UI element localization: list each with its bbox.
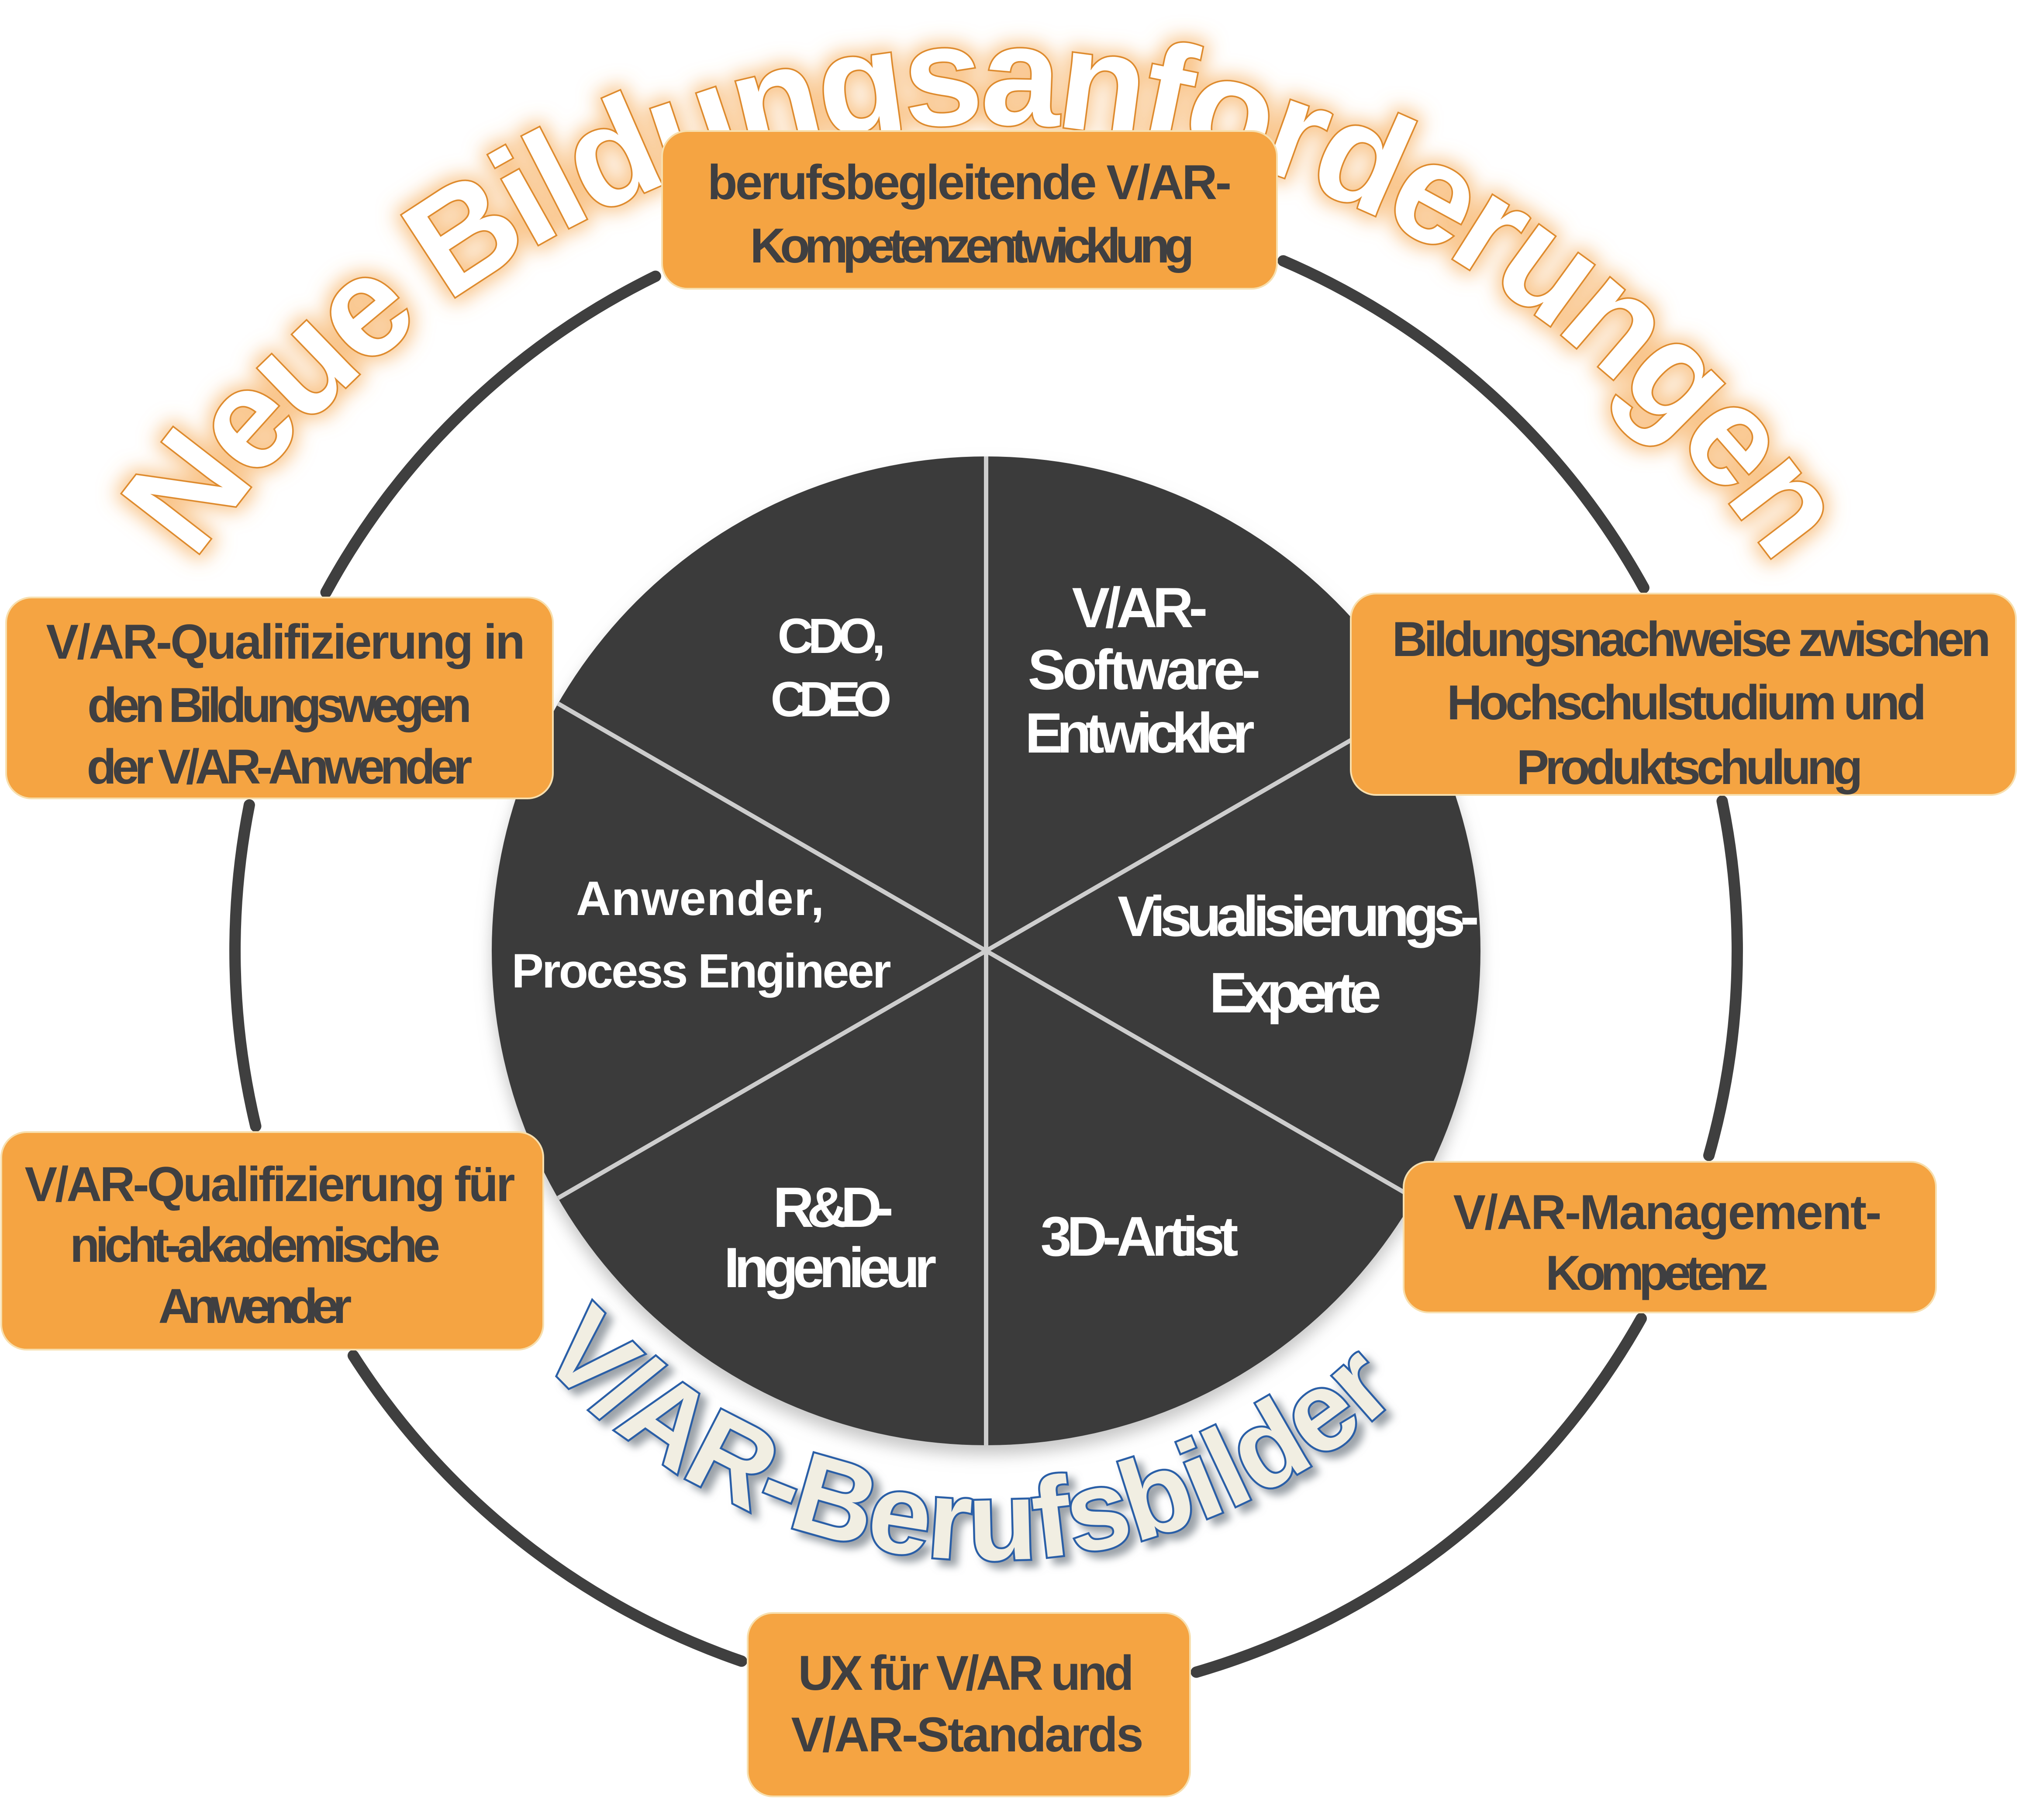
svg-text:Process Engineer: Process Engineer (512, 944, 891, 998)
svg-text:Kompetenz: Kompetenz (1546, 1246, 1768, 1300)
svg-text:CDEO: CDEO (771, 672, 892, 727)
svg-text:Experte: Experte (1209, 960, 1381, 1025)
svg-text:nicht-akademische: nicht-akademische (70, 1218, 440, 1272)
svg-text:Hochschulstudium und: Hochschulstudium und (1447, 675, 1926, 730)
svg-text:V/AR-Qualifizierung in: V/AR-Qualifizierung in (46, 615, 525, 669)
svg-text:Ingenieur: Ingenieur (724, 1236, 937, 1299)
svg-text:V/AR-Qualifizierung für: V/AR-Qualifizierung für (25, 1157, 515, 1212)
svg-text:V/AR-: V/AR- (1072, 576, 1208, 639)
svg-text:CDO,: CDO, (778, 608, 886, 663)
svg-text:Bildungsnachweise zwischen: Bildungsnachweise zwischen (1392, 612, 1991, 667)
svg-text:Anwender,: Anwender, (576, 872, 824, 926)
svg-text:den Bildungswegen: den Bildungswegen (87, 678, 472, 732)
svg-text:der V/AR-Anwender: der V/AR-Anwender (87, 739, 473, 794)
svg-text:V/AR-Standards: V/AR-Standards (791, 1707, 1144, 1762)
svg-text:V/AR-Management-: V/AR-Management- (1453, 1185, 1882, 1240)
svg-text:berufsbegleitende V/AR-: berufsbegleitende V/AR- (707, 155, 1232, 210)
svg-text:Kompetenzentwicklung: Kompetenzentwicklung (750, 218, 1194, 273)
svg-text:3D-Artist: 3D-Artist (1041, 1205, 1239, 1268)
svg-text:Software-: Software- (1028, 638, 1261, 701)
svg-text:Anwender: Anwender (159, 1279, 352, 1333)
svg-text:Produktschulung: Produktschulung (1517, 740, 1863, 794)
svg-text:UX für V/AR und: UX für V/AR und (798, 1646, 1134, 1700)
svg-text:R&D-: R&D- (773, 1175, 894, 1239)
svg-text:Entwickler: Entwickler (1025, 701, 1255, 765)
svg-text:Visualisierungs-: Visualisierungs- (1118, 884, 1479, 948)
